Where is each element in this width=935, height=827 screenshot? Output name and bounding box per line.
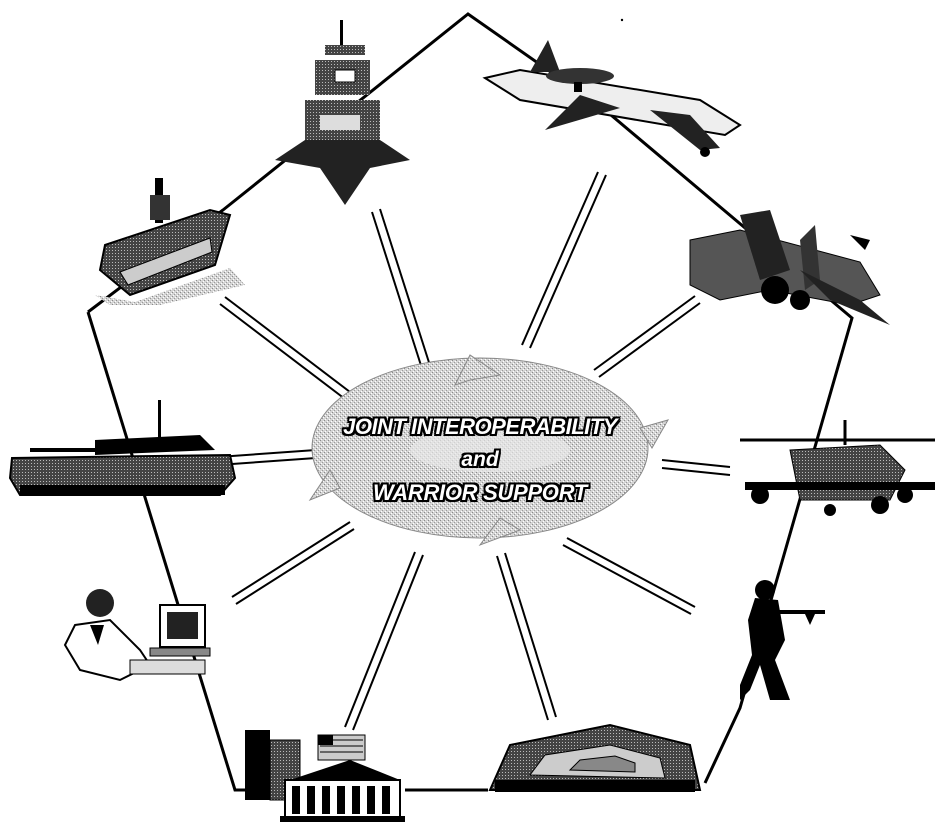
capitol-building-icon	[245, 730, 405, 822]
spoke-ship	[371, 208, 434, 379]
awacs-aircraft-icon	[482, 40, 742, 157]
tank-icon	[8, 400, 237, 496]
spoke-pentagon	[496, 552, 557, 721]
spoke-soldier	[562, 537, 696, 615]
fighter-jet-icon	[689, 210, 890, 325]
center-label: JOINT INTEROPERABILITY and WARRIOR SUPPO…	[290, 410, 670, 509]
center-label-line2: and	[461, 448, 499, 471]
spoke-helicopter	[661, 459, 731, 476]
cruiser-ship-icon	[275, 20, 410, 205]
attack-helicopter-icon	[740, 420, 935, 516]
spoke-government	[344, 551, 424, 731]
spoke-tank	[217, 449, 317, 466]
center-label-line3: WARRIOR SUPPORT	[373, 480, 587, 505]
spoke-awacs	[521, 171, 607, 349]
spoke-operator	[231, 521, 355, 605]
aircraft-carrier-icon	[95, 178, 245, 305]
computer-operator-icon	[63, 589, 211, 682]
spoke-carrier	[219, 296, 351, 400]
spoke-fighter	[593, 295, 701, 378]
speck	[620, 18, 624, 22]
spokes	[217, 171, 731, 731]
center-cloud	[308, 354, 670, 547]
pentagon-building-icon	[488, 723, 702, 792]
center-label-line1: JOINT INTEROPERABILITY	[343, 414, 617, 439]
soldier-icon	[740, 580, 825, 700]
